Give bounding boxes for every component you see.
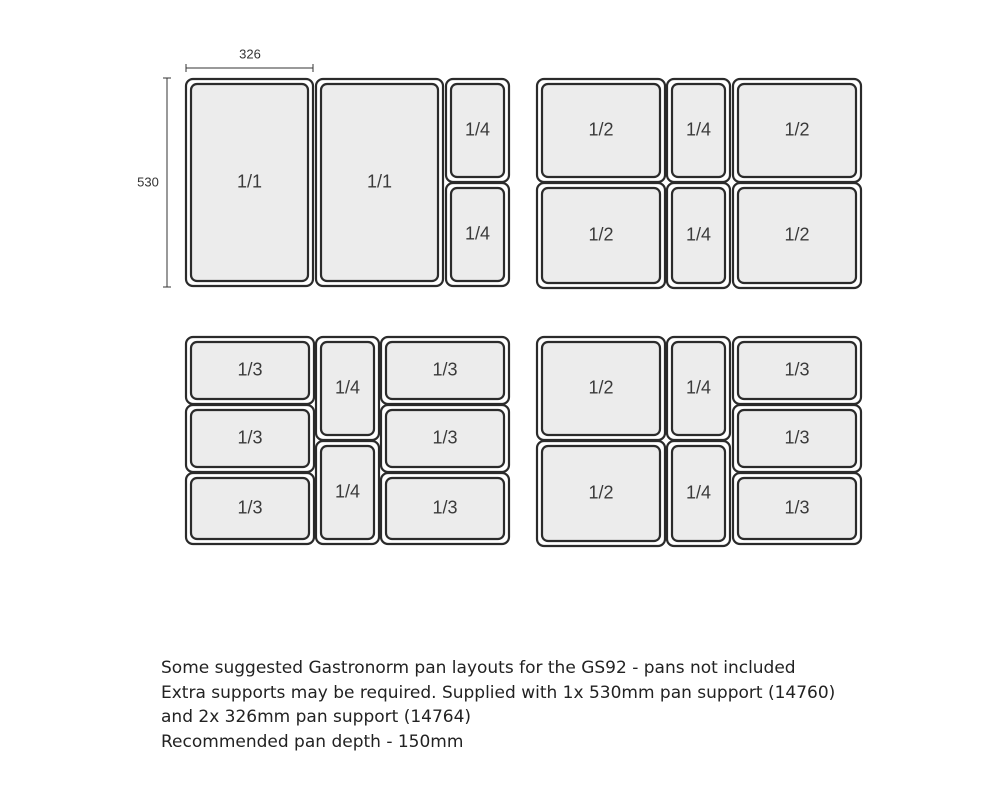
pan: 1/2	[731, 181, 863, 290]
pan-size-label: 1/4	[335, 481, 360, 501]
pan-size-label: 1/3	[432, 427, 457, 447]
layout-2: 1/2 1/4 1/2 1/2 1/4 1/2	[535, 77, 863, 290]
width-dimension: 326	[185, 46, 314, 72]
pan: 1/2	[535, 77, 667, 184]
pan-well	[449, 82, 506, 179]
pan: 1/2	[535, 439, 667, 548]
pan-well	[189, 82, 310, 283]
pan-size-label: 1/3	[784, 359, 809, 379]
pan: 1/4	[444, 181, 511, 288]
pan-size-label: 1/3	[237, 497, 262, 517]
pan-size-label: 1/4	[686, 482, 711, 502]
notes-line-4: Recommended pan depth - 150mm	[161, 731, 464, 752]
pan: 1/4	[444, 77, 511, 184]
pan-size-label: 1/1	[237, 171, 262, 191]
layout-3: 1/3 1/4 1/3 1/3 1/3 1/3 1/4 1/3	[184, 335, 511, 546]
pan: 1/4	[665, 439, 732, 548]
pan-well	[540, 444, 662, 543]
pan: 1/2	[535, 181, 667, 290]
pan-well	[736, 82, 858, 179]
pan-size-label: 1/4	[335, 377, 360, 397]
pan-well	[189, 340, 311, 401]
pan: 1/2	[731, 77, 863, 184]
pan-size-label: 1/3	[784, 427, 809, 447]
pan-size-label: 1/2	[588, 224, 613, 244]
notes-text: Some suggested Gastronorm pan layouts fo…	[161, 656, 981, 754]
width-dimension-label: 326	[239, 46, 261, 61]
pan: 1/3	[731, 403, 863, 474]
pan-size-label: 1/1	[367, 171, 392, 191]
pan: 1/4	[665, 181, 732, 290]
pan-well	[736, 186, 858, 285]
pan-size-label: 1/2	[588, 482, 613, 502]
pan-well	[189, 408, 311, 469]
pan: 1/3	[379, 335, 511, 406]
pan: 1/1	[314, 77, 445, 288]
pan: 1/4	[314, 439, 381, 546]
pan-size-label: 1/4	[686, 119, 711, 139]
pan-well	[319, 82, 440, 283]
pan: 1/3	[731, 471, 863, 546]
pan-well	[384, 340, 506, 401]
pan-size-label: 1/3	[237, 427, 262, 447]
pan-size-label: 1/2	[784, 224, 809, 244]
layout-4: 1/2 1/4 1/3 1/3 1/2 1/4 1/3	[535, 335, 863, 548]
pan-well	[384, 408, 506, 469]
pan: 1/3	[184, 335, 316, 406]
pan-well	[670, 444, 727, 543]
pan-size-label: 1/4	[465, 223, 490, 243]
pan-size-label: 1/3	[432, 497, 457, 517]
pan-well	[449, 186, 506, 283]
pan-well	[540, 186, 662, 285]
pan-well	[670, 82, 727, 179]
pan: 1/4	[665, 335, 732, 442]
pan-size-label: 1/2	[588, 119, 613, 139]
pan: 1/2	[535, 335, 667, 442]
pan-well	[189, 476, 311, 541]
notes-line-1: Some suggested Gastronorm pan layouts fo…	[161, 658, 796, 678]
pan: 1/3	[379, 403, 511, 474]
pan: 1/3	[184, 471, 316, 546]
height-dimension-label: 530	[137, 174, 159, 189]
pan: 1/3	[379, 471, 511, 546]
pan-well	[319, 340, 376, 437]
pan-well	[736, 476, 858, 541]
pan-well	[736, 408, 858, 469]
pan-well	[736, 340, 858, 401]
pan-size-label: 1/3	[432, 359, 457, 379]
pan-well	[670, 340, 727, 437]
pan-well	[540, 340, 662, 437]
pan-well	[540, 82, 662, 179]
pan-size-label: 1/3	[784, 497, 809, 517]
pan: 1/4	[665, 77, 732, 184]
pan-well	[670, 186, 727, 285]
pan-size-label: 1/4	[465, 119, 490, 139]
layout-1: 1/1 1/1 1/4 1/4	[184, 77, 511, 288]
pan: 1/4	[314, 335, 381, 442]
notes-line-3: and 2x 326mm pan support (14764)	[161, 707, 472, 727]
pan: 1/3	[731, 335, 863, 406]
height-dimension: 530	[137, 77, 171, 288]
notes-line-2: Extra supports may be required. Supplied…	[161, 682, 836, 703]
pan: 1/1	[184, 77, 315, 288]
pan-well	[319, 444, 376, 541]
pan-size-label: 1/2	[784, 119, 809, 139]
pan: 1/3	[184, 403, 316, 474]
pan-size-label: 1/4	[686, 377, 711, 397]
pan-size-label: 1/4	[686, 224, 711, 244]
pan-size-label: 1/3	[237, 359, 262, 379]
pan-size-label: 1/2	[588, 377, 613, 397]
pan-well	[384, 476, 506, 541]
